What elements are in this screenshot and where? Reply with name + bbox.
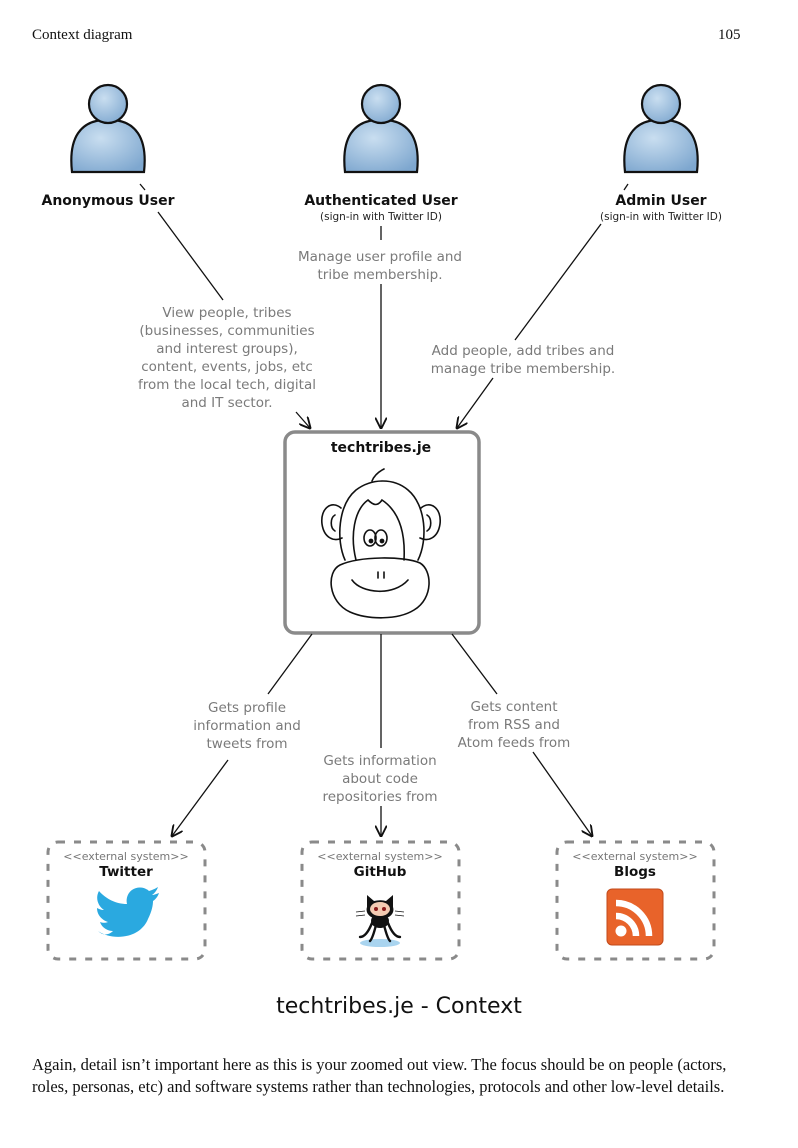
svg-text:Manage user profile and: Manage user profile and [298, 249, 462, 265]
authenticated-user-label: Authenticated User [304, 193, 457, 209]
svg-text:tribe membership.: tribe membership. [318, 267, 443, 283]
svg-text:Gets information: Gets information [323, 753, 436, 769]
monkey-face-icon [321, 468, 441, 619]
figure-caption: techtribes.je - Context [276, 994, 522, 1019]
github-relationship-description: Gets information about code repositories… [322, 753, 437, 805]
twitter-bird-icon [97, 887, 159, 937]
admin-to-system-arrow [457, 377, 494, 428]
anonymous-user-label: Anonymous User [42, 193, 175, 209]
body-paragraph: Again, detail isn’t important here as th… [32, 1055, 727, 1096]
anonymous-to-system-line [157, 211, 224, 301]
admin-to-system-line [514, 223, 602, 341]
svg-text:Atom feeds from: Atom feeds from [458, 735, 571, 751]
twitter-system-box [46, 840, 207, 961]
github-system-box [300, 840, 461, 961]
context-diagram: Anonymous User Authenticated User (sign-… [42, 83, 722, 961]
svg-text:repositories from: repositories from [322, 789, 437, 805]
svg-text:Add people, add tribes and: Add people, add tribes and [432, 343, 615, 359]
system-to-blogs-line [451, 633, 498, 695]
svg-text:and IT sector.: and IT sector. [181, 395, 272, 411]
anonymous-user-description: View people, tribes (businesses, communi… [138, 305, 316, 411]
anonymous-to-system-arrow [295, 411, 310, 428]
svg-text:Gets profile: Gets profile [208, 700, 286, 716]
octocat-icon [355, 895, 405, 947]
github-stereotype: <<external system>> [317, 850, 442, 863]
admin-user-label: Admin User [615, 193, 706, 209]
admin-user-description: Add people, add tribes and manage tribe … [431, 343, 615, 377]
rss-feed-icon [606, 888, 664, 946]
svg-text:and interest groups),: and interest groups), [156, 341, 298, 357]
blogs-stereotype: <<external system>> [572, 850, 697, 863]
blogs-system-box [555, 840, 716, 961]
admin-to-system-line-top [623, 183, 629, 191]
page-number: 105 [718, 27, 741, 43]
svg-text:from RSS and: from RSS and [468, 717, 560, 733]
system-to-blogs-arrow [532, 751, 592, 836]
svg-text:content, events, jobs, etc: content, events, jobs, etc [141, 359, 313, 375]
authenticated-user-description: Manage user profile and tribe membership… [298, 249, 462, 283]
admin-user-subtitle: (sign-in with Twitter ID) [600, 211, 722, 223]
svg-text:manage tribe membership.: manage tribe membership. [431, 361, 615, 377]
svg-text:View people, tribes: View people, tribes [162, 305, 291, 321]
svg-text:about code: about code [342, 771, 418, 787]
running-header-title: Context diagram [32, 27, 133, 43]
authenticated-user-subtitle: (sign-in with Twitter ID) [320, 211, 442, 223]
twitter-relationship-description: Gets profile information and tweets from [193, 700, 301, 752]
twitter-name: Twitter [99, 864, 153, 880]
system-box [283, 430, 481, 635]
svg-text:tweets from: tweets from [207, 736, 288, 752]
authenticated-user-person-icon [343, 83, 419, 174]
github-name: GitHub [354, 864, 407, 880]
system-name: techtribes.je [331, 440, 431, 456]
twitter-stereotype: <<external system>> [63, 850, 188, 863]
blogs-name: Blogs [614, 864, 656, 880]
anonymous-user-person-icon [70, 83, 146, 174]
blogs-relationship-description: Gets content from RSS and Atom feeds fro… [458, 699, 571, 751]
svg-text:from the local tech, digital: from the local tech, digital [138, 377, 316, 393]
svg-text:information and: information and [193, 718, 301, 734]
anonymous-to-system-line-top [139, 183, 146, 191]
admin-user-person-icon [623, 83, 699, 174]
system-to-twitter-arrow [172, 759, 229, 836]
svg-text:(businesses, communities: (businesses, communities [139, 323, 314, 339]
svg-text:Gets content: Gets content [470, 699, 557, 715]
system-to-twitter-line [267, 633, 313, 695]
